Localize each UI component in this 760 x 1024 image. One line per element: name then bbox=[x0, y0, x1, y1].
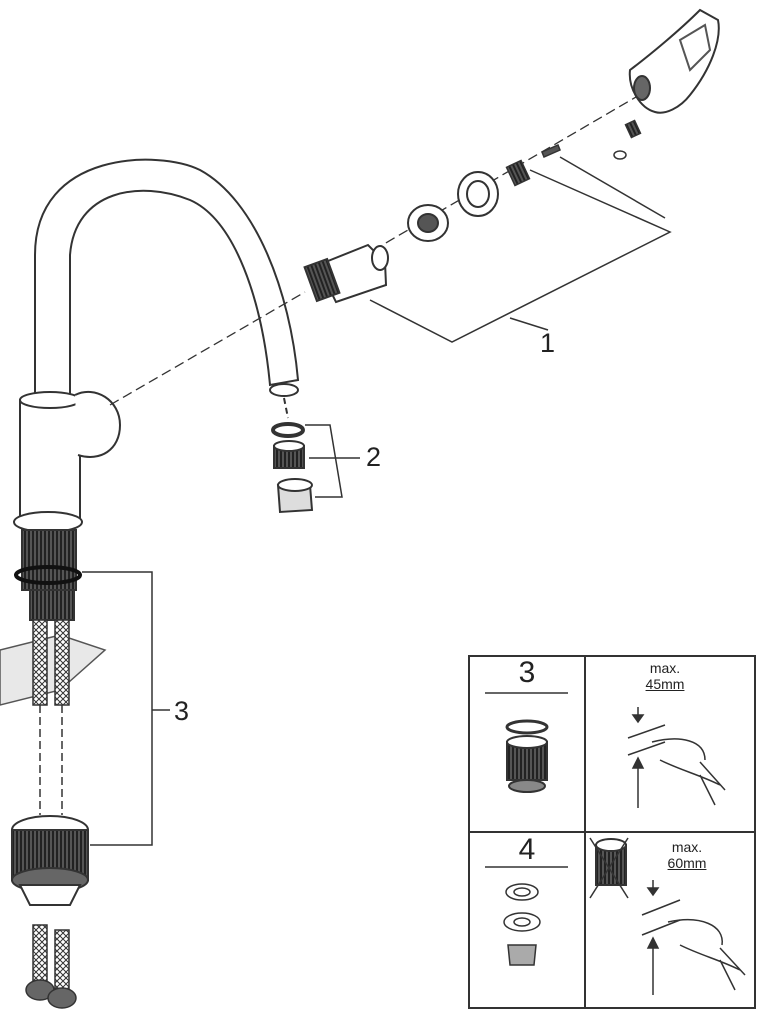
inset-4-crossed-nut bbox=[589, 837, 629, 899]
inset-4-counter bbox=[641, 880, 746, 995]
hose-connectors bbox=[25, 924, 77, 1009]
callout-3-bracket bbox=[82, 571, 170, 846]
inset-4-max-label: max. 60mm bbox=[652, 839, 722, 871]
inset-3-parts bbox=[505, 719, 549, 793]
inset-number-3: 3 bbox=[518, 656, 536, 689]
handle-lever bbox=[628, 8, 720, 114]
callout-2: 2 bbox=[366, 442, 382, 472]
inset-3-counter bbox=[627, 707, 726, 808]
inset-number-4: 4 bbox=[518, 833, 536, 866]
mounting-nut bbox=[11, 815, 89, 906]
inset-frame bbox=[468, 655, 756, 1009]
cartridge bbox=[303, 243, 389, 304]
seal-ring bbox=[407, 204, 449, 242]
inset-3-max-label: max. 45mm bbox=[630, 660, 700, 692]
callout-1: 1 bbox=[540, 328, 556, 358]
screw bbox=[541, 144, 561, 158]
faucet-body bbox=[13, 390, 122, 621]
aerator-parts bbox=[271, 397, 314, 514]
aerator-bracket bbox=[305, 424, 360, 498]
cap-nut bbox=[457, 171, 499, 217]
inset-4-parts bbox=[503, 883, 541, 966]
callout-1-bracket bbox=[369, 156, 672, 343]
set-screw bbox=[613, 119, 642, 160]
inset-4-max-value: 60mm bbox=[667, 855, 707, 871]
axis-line bbox=[109, 82, 661, 406]
adapter bbox=[505, 159, 531, 187]
inset-3-max-value: 45mm bbox=[645, 676, 685, 692]
countertop bbox=[0, 634, 107, 706]
spout bbox=[34, 158, 300, 397]
supply-hoses bbox=[32, 619, 70, 815]
inset-4-max-text: max. bbox=[671, 839, 703, 855]
callout-3: 3 bbox=[174, 696, 190, 726]
inset-3-max-text: max. bbox=[649, 660, 681, 676]
